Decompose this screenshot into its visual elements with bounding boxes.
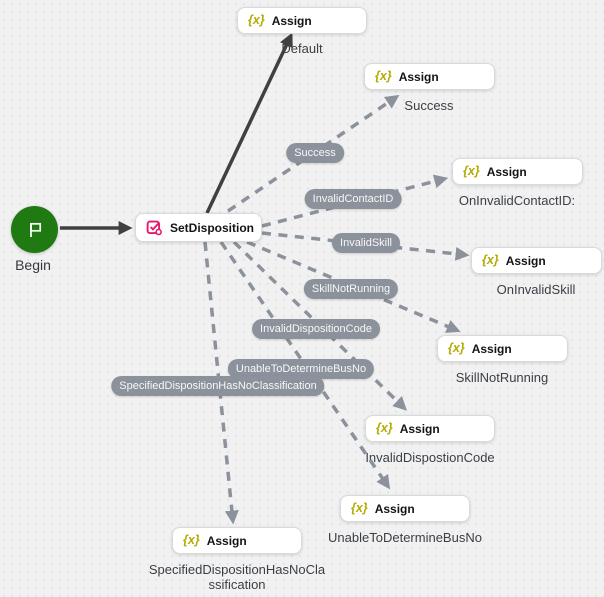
node-assign-success[interactable]: {x} Assign: [364, 63, 495, 90]
node-caption: Default: [281, 41, 323, 56]
branch-label-invalidskill[interactable]: InvalidSkill: [332, 233, 400, 253]
node-caption: OnInvalidContactID:: [458, 193, 576, 208]
assign-braces-x-icon: {x}: [448, 341, 465, 356]
branch-label-unabletodeterminebusno[interactable]: UnableToDetermineBusNo: [227, 359, 375, 379]
assign-braces-x-icon: {x}: [183, 533, 200, 548]
node-caption: SkillNotRunning: [455, 370, 549, 385]
node-assign-unabletodeterminebusno[interactable]: {x} Assign: [340, 495, 470, 522]
branch-label-success[interactable]: Success: [286, 143, 344, 163]
assign-braces-x-icon: {x}: [482, 253, 499, 268]
node-title: Assign: [271, 13, 312, 28]
node-assign-skillnotrunning[interactable]: {x} Assign: [437, 335, 568, 362]
begin-node[interactable]: [11, 206, 58, 253]
node-caption: SpecifiedDispositionHasNoClassification: [148, 562, 326, 593]
branch-label-skillnotrunning[interactable]: SkillNotRunning: [303, 279, 399, 299]
begin-label: Begin: [15, 257, 51, 273]
set-disposition-icon: [146, 219, 163, 236]
node-caption: InvalidDispostionCode: [365, 450, 495, 465]
assign-braces-x-icon: {x}: [376, 421, 393, 436]
node-caption: UnableToDetermineBusNo: [328, 530, 482, 545]
connector-skillnotrunning[interactable]: [246, 240, 461, 333]
assign-braces-x-icon: {x}: [463, 164, 480, 179]
node-title: Assign: [505, 253, 546, 268]
branch-label-invalidcontactid[interactable]: InvalidContactID: [304, 189, 402, 209]
node-assign-default[interactable]: {x} Assign: [237, 7, 367, 34]
node-title: Assign: [206, 533, 247, 548]
flag-icon: [24, 219, 46, 241]
node-title: Assign: [398, 69, 439, 84]
connector-default[interactable]: [205, 32, 293, 214]
node-title: Assign: [399, 421, 440, 436]
node-title: Assign: [471, 341, 512, 356]
assign-braces-x-icon: {x}: [375, 69, 392, 84]
connector-unabletodeterminebusno[interactable]: [219, 241, 391, 490]
assign-braces-x-icon: {x}: [351, 501, 368, 516]
assign-braces-x-icon: {x}: [248, 13, 265, 28]
node-assign-oninvalidcontactid[interactable]: {x} Assign: [452, 158, 583, 185]
node-assign-oninvalidskill[interactable]: {x} Assign: [471, 247, 602, 274]
branch-label-invaliddispositioncode[interactable]: InvalidDispositionCode: [252, 319, 380, 339]
node-set-disposition[interactable]: SetDisposition: [135, 213, 262, 242]
node-caption: Success: [404, 98, 454, 113]
node-caption: OnInvalidSkill: [496, 282, 576, 297]
branch-label-specifieddispositionhasnoclassification[interactable]: SpecifiedDispositionHasNoClassification: [111, 376, 325, 396]
node-title: Assign: [486, 164, 527, 179]
connector-invaliddispositioncode[interactable]: [232, 240, 408, 411]
node-assign-specifieddisposition[interactable]: {x} Assign: [172, 527, 302, 554]
node-assign-invaliddispostioncode[interactable]: {x} Assign: [365, 415, 495, 442]
node-title: Assign: [374, 501, 415, 516]
node-title: SetDisposition: [170, 220, 255, 235]
